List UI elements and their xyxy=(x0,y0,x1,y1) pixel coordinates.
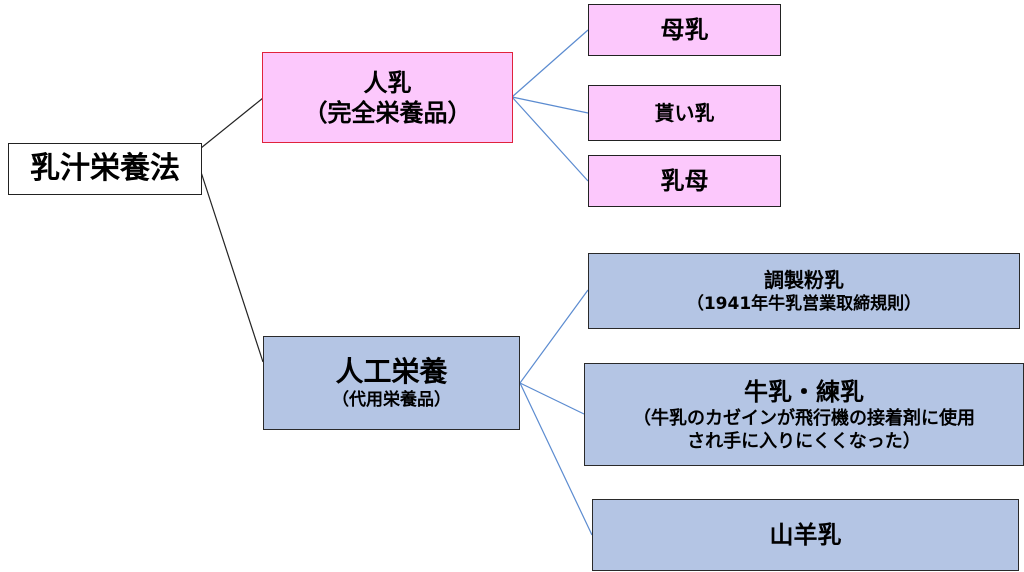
human-milk-title: 人乳 xyxy=(363,68,412,97)
bonyu-node: 母乳 xyxy=(588,4,781,56)
connector-human-to-moraichichi xyxy=(511,96,589,114)
connector-root-to-human xyxy=(200,97,264,149)
moraichichi-node: 貰い乳 xyxy=(588,85,781,141)
connector-artificial-to-formula xyxy=(519,289,589,384)
artificial-subtitle: （代用栄養品） xyxy=(332,390,451,410)
artificial-title: 人工栄養 xyxy=(335,355,448,388)
connector-artificial-to-cowmilk xyxy=(519,382,585,415)
bonyu-label: 母乳 xyxy=(660,16,709,44)
cow-milk-node: 牛乳・練乳 （牛乳のカゼインが飛行機の接着剤に使用 され手に入りにくくなった） xyxy=(584,363,1024,466)
human-milk-subtitle: （完全栄養品） xyxy=(303,98,472,127)
formula-subtitle: （1941年牛乳営業取締規則） xyxy=(686,294,922,314)
formula-title: 調製粉乳 xyxy=(764,268,844,292)
connector-human-to-bonyu xyxy=(511,29,589,98)
connector-artificial-to-goatmilk xyxy=(519,382,593,536)
connector-root-to-artificial xyxy=(200,171,264,363)
root-node: 乳汁栄養法 xyxy=(8,143,202,195)
cow-milk-title: 牛乳・練乳 xyxy=(744,377,864,406)
uba-label: 乳母 xyxy=(660,167,709,195)
root-label: 乳汁栄養法 xyxy=(30,151,180,186)
goat-milk-node: 山羊乳 xyxy=(592,499,1019,571)
formula-node: 調製粉乳 （1941年牛乳営業取締規則） xyxy=(588,253,1020,329)
artificial-node: 人工栄養 （代用栄養品） xyxy=(263,336,520,430)
goat-milk-label: 山羊乳 xyxy=(769,521,842,549)
human-milk-node: 人乳 （完全栄養品） xyxy=(262,52,513,143)
cow-milk-note-line1: （牛乳のカゼインが飛行機の接着剤に使用 xyxy=(633,407,975,429)
connector-human-to-uba xyxy=(511,96,589,182)
uba-node: 乳母 xyxy=(588,155,781,207)
cow-milk-note-line2: され手に入りにくくなった） xyxy=(687,430,921,452)
moraichichi-label: 貰い乳 xyxy=(654,101,715,125)
